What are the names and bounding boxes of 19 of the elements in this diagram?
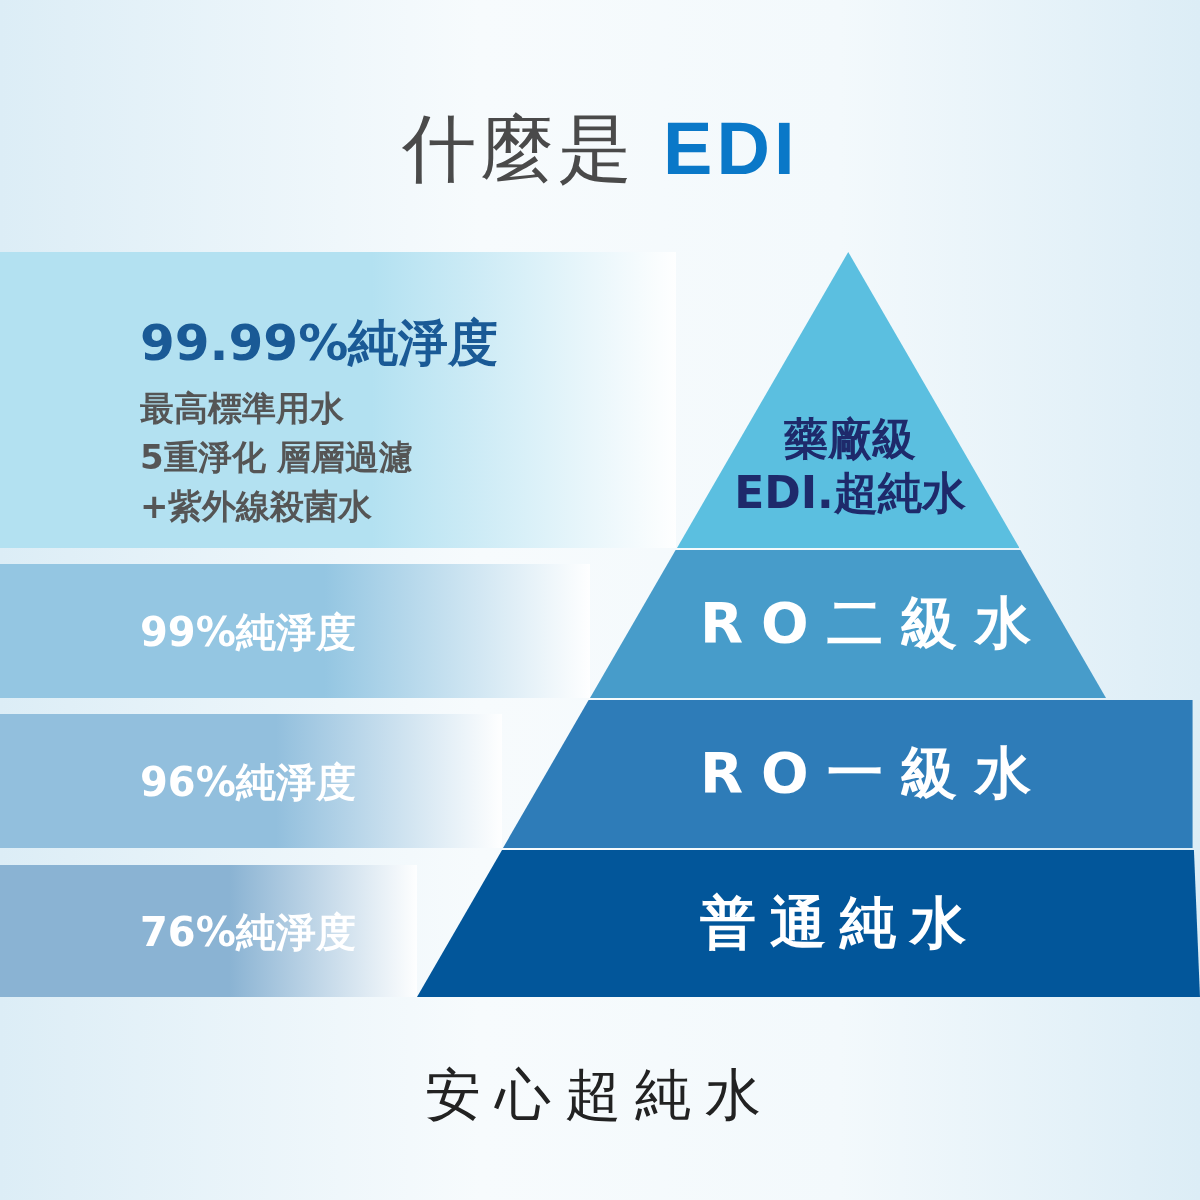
- tier-label: RO二級水: [700, 589, 1040, 657]
- purity-heading: 99.99%純淨度: [140, 313, 499, 374]
- tier-label: RO一級水: [700, 739, 1040, 807]
- tier-label: 普通純水: [700, 888, 981, 957]
- purity-label: 76%純淨度: [140, 908, 356, 957]
- info-band: [0, 564, 590, 698]
- pyramid-top-tier: [676, 252, 1020, 548]
- info-band: [0, 865, 417, 997]
- info-band: [0, 252, 676, 548]
- pyramid-tier: [503, 700, 1193, 848]
- pyramid-tier: [590, 550, 1106, 698]
- info-band: [0, 714, 502, 848]
- description-text: 最高標準用水5重淨化 層層過濾+紫外線殺菌水: [140, 387, 415, 528]
- pyramid-tier: [417, 850, 1200, 997]
- tier-label: 藥廠級EDI.超純水: [733, 412, 967, 520]
- diagram-title: 什麼是 EDI: [400, 104, 800, 193]
- purity-label: 96%純淨度: [140, 758, 356, 807]
- purity-label: 99%純淨度: [140, 608, 356, 657]
- caption-text: 安心超純水: [424, 1061, 776, 1129]
